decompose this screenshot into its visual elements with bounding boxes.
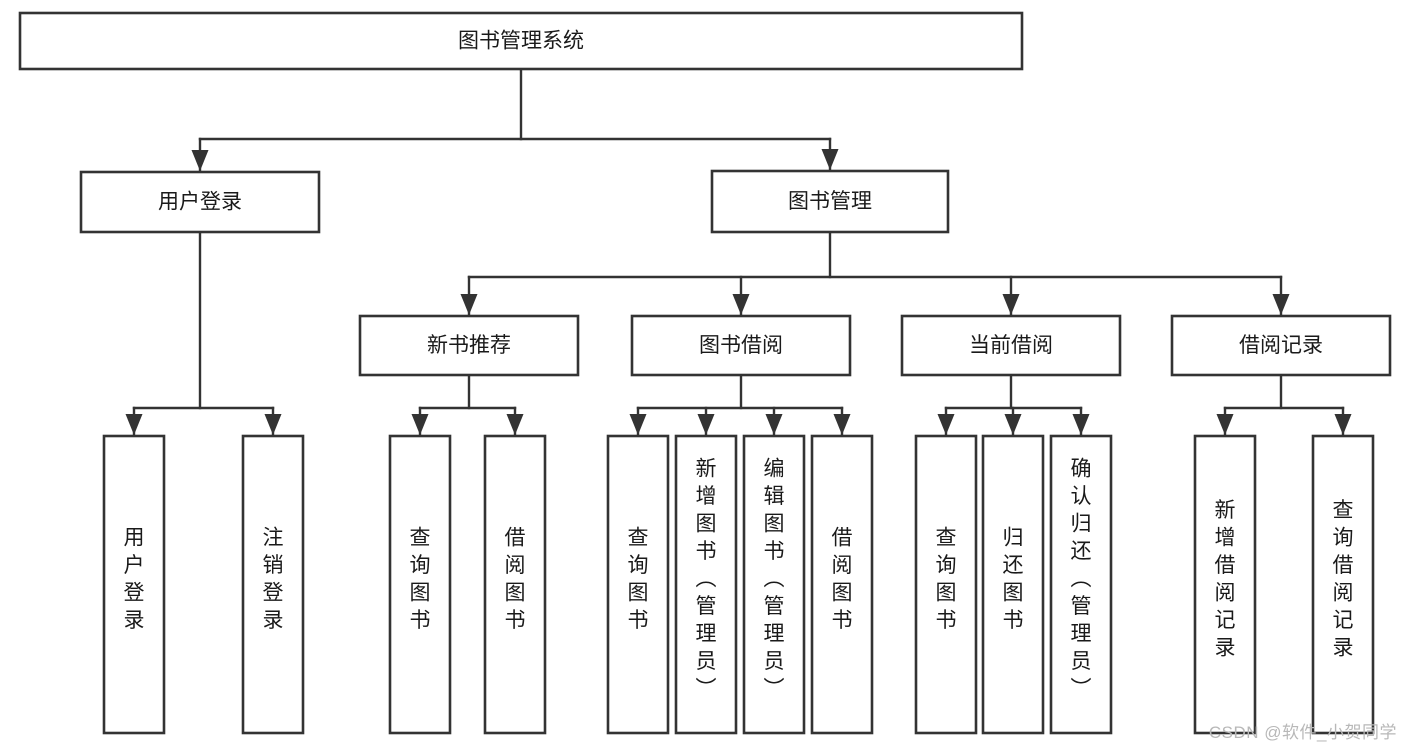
node-leaf-label: 查询借阅记录 xyxy=(1333,499,1354,660)
node-level3-current-borrow[interactable]: 当前借阅 xyxy=(900,314,1122,377)
node-leaf-label: 查询图书 xyxy=(936,526,957,632)
arrowhead-leaf-query-record xyxy=(1334,414,1352,435)
arrowhead-leaf-query-book-1 xyxy=(411,414,429,435)
node-level2-user-login[interactable]: 用户登录 xyxy=(79,170,321,234)
node-level3-label: 图书借阅 xyxy=(699,334,783,357)
node-leaf-leaf-query-book-3[interactable]: 查询图书 xyxy=(914,434,978,735)
node-leaf-leaf-borrow-book-1[interactable]: 借阅图书 xyxy=(483,434,547,735)
arrowhead-leaf-confirm-return xyxy=(1072,414,1090,435)
connector-layer xyxy=(125,67,1352,436)
node-leaf-label: 借阅图书 xyxy=(505,526,526,632)
node-leaf-leaf-add-record[interactable]: 新增借阅记录 xyxy=(1193,434,1257,735)
arrowhead-level3-1 xyxy=(732,294,750,315)
root-node-label: 图书管理系统 xyxy=(458,30,584,53)
node-leaf-label: 新增图书︵管理员︶ xyxy=(696,458,717,701)
node-level3-new-book-recommend[interactable]: 新书推荐 xyxy=(358,314,580,377)
node-leaf-label: 注销登录 xyxy=(263,526,284,632)
node-leaf-label: 借阅图书 xyxy=(832,526,853,632)
node-leaf-leaf-query-book-2[interactable]: 查询图书 xyxy=(606,434,670,735)
node-layer: 图书管理系统用户登录图书管理新书推荐图书借阅当前借阅借阅记录用户登录注销登录查询… xyxy=(18,11,1392,735)
arrowhead-leaf-borrow-book-2 xyxy=(833,414,851,435)
node-leaf-leaf-logout[interactable]: 注销登录 xyxy=(241,434,305,735)
node-leaf-leaf-return-book[interactable]: 归还图书 xyxy=(981,434,1045,735)
arrowhead-leaf-borrow-book-1 xyxy=(506,414,524,435)
node-leaf-label: 确认归还︵管理员︶ xyxy=(1071,458,1092,701)
node-level3-borrow-record[interactable]: 借阅记录 xyxy=(1170,314,1392,377)
node-leaf-label: 新增借阅记录 xyxy=(1215,499,1236,660)
node-level3-label: 借阅记录 xyxy=(1239,334,1323,357)
node-leaf-leaf-query-record[interactable]: 查询借阅记录 xyxy=(1311,434,1375,735)
arrowhead-leaf-query-book-3 xyxy=(937,414,955,435)
node-leaf-leaf-user-login[interactable]: 用户登录 xyxy=(102,434,166,735)
node-leaf-leaf-add-book[interactable]: 新增图书︵管理员︶ xyxy=(674,434,738,735)
arrowhead-root-0 xyxy=(191,150,209,171)
arrowhead-root-1 xyxy=(821,149,839,170)
node-leaf-label: 用户登录 xyxy=(124,526,145,632)
node-level2-book-manage[interactable]: 图书管理 xyxy=(710,169,950,234)
node-leaf-leaf-borrow-book-2[interactable]: 借阅图书 xyxy=(810,434,874,735)
node-level3-label: 新书推荐 xyxy=(427,334,511,357)
arrowhead-leaf-edit-book xyxy=(765,414,783,435)
node-leaf-label: 编辑图书︵管理员︶ xyxy=(764,458,785,701)
node-leaf-leaf-confirm-return[interactable]: 确认归还︵管理员︶ xyxy=(1049,434,1113,735)
arrowhead-leaf-user-login xyxy=(125,414,143,435)
node-leaf-label: 归还图书 xyxy=(1003,526,1024,632)
arrowhead-leaf-add-book xyxy=(697,414,715,435)
arrowhead-level3-0 xyxy=(460,294,478,315)
node-level3-label: 当前借阅 xyxy=(969,334,1053,357)
arrowhead-leaf-query-book-2 xyxy=(629,414,647,435)
arrowhead-leaf-logout xyxy=(264,414,282,435)
root-node-book-management-system[interactable]: 图书管理系统 xyxy=(18,11,1024,71)
node-level2-label: 用户登录 xyxy=(158,191,242,214)
arrowhead-level3-2 xyxy=(1002,294,1020,315)
arrowhead-leaf-return-book xyxy=(1004,414,1022,435)
node-level2-label: 图书管理 xyxy=(788,190,872,213)
arrowhead-leaf-add-record xyxy=(1216,414,1234,435)
arrowhead-level3-3 xyxy=(1272,294,1290,315)
node-leaf-leaf-edit-book[interactable]: 编辑图书︵管理员︶ xyxy=(742,434,806,735)
node-level3-book-borrow[interactable]: 图书借阅 xyxy=(630,314,852,377)
node-leaf-label: 查询图书 xyxy=(410,526,431,632)
node-leaf-label: 查询图书 xyxy=(628,526,649,632)
node-leaf-leaf-query-book-1[interactable]: 查询图书 xyxy=(388,434,452,735)
